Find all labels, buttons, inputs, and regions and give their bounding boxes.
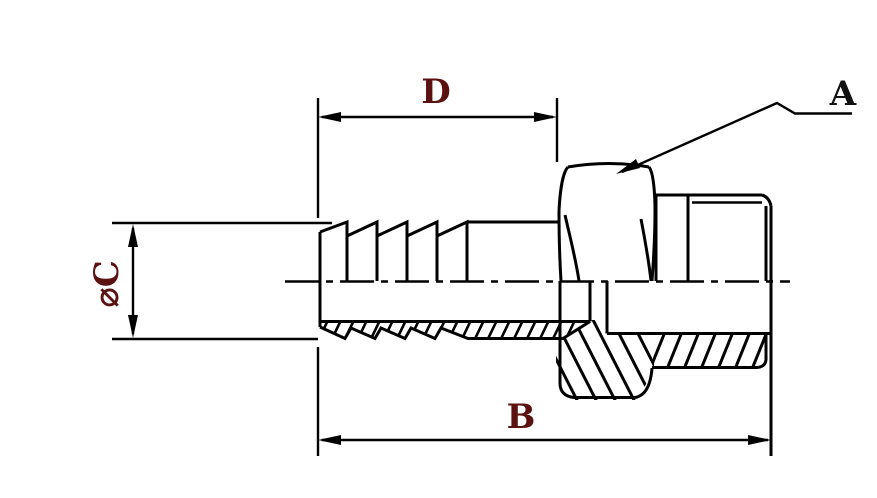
c-arrow-top xyxy=(128,224,138,247)
hex-nut xyxy=(557,162,657,282)
dim-label-b: B xyxy=(507,397,536,437)
d-arrow-left xyxy=(318,112,341,122)
dimension-b: B xyxy=(316,347,771,456)
a-arrowhead xyxy=(616,159,640,174)
barb-profile xyxy=(318,219,558,281)
c-arrow-bottom xyxy=(128,315,138,338)
threaded-end xyxy=(654,193,773,281)
hatch-thread-band xyxy=(653,332,768,369)
section-view xyxy=(318,206,773,456)
d-arrow-right xyxy=(534,112,557,122)
hatch-hex-block xyxy=(556,320,654,400)
dim-label-c: ⌀C xyxy=(87,260,127,308)
b-arrow-right xyxy=(748,435,771,445)
b-arrow-left xyxy=(318,435,341,445)
callout-label-a: A xyxy=(829,74,857,114)
dim-label-d: D xyxy=(421,72,450,112)
dimension-d: D xyxy=(316,72,559,218)
dimension-c: ⌀C xyxy=(87,221,332,341)
leader-a: A xyxy=(616,74,857,174)
